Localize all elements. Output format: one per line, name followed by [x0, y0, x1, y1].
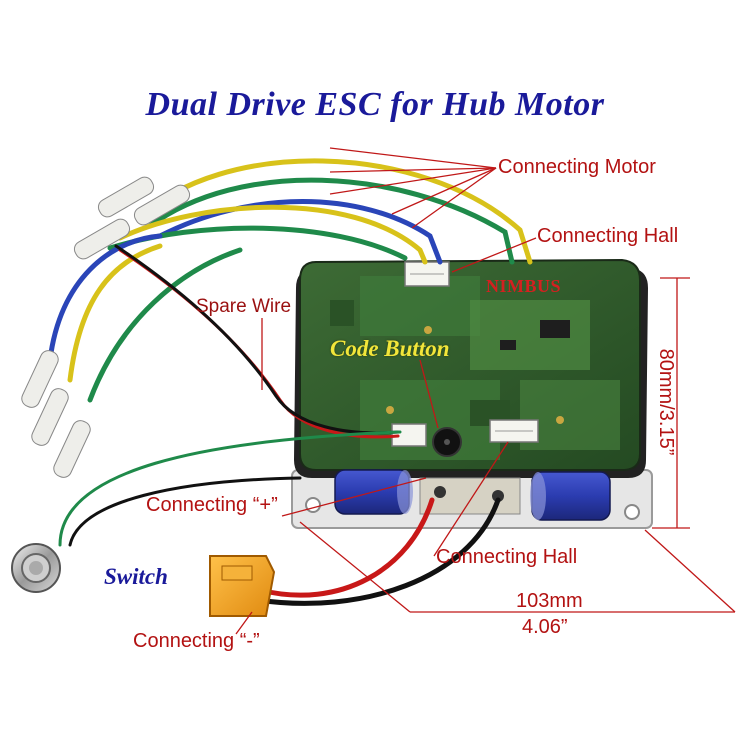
dimension-width-mm: 103mm — [516, 590, 583, 612]
label-code-button: Code Button — [330, 336, 450, 361]
xt60-connector — [209, 555, 276, 617]
label-switch: Switch — [104, 564, 168, 589]
label-connecting-motor: Connecting Motor — [498, 156, 656, 178]
callout-lines — [235, 147, 736, 635]
label-connecting-plus: Connecting “+” — [146, 494, 278, 516]
code-button-component — [432, 427, 462, 457]
dimension-width-in: 4.06” — [522, 616, 568, 638]
power-switch — [11, 543, 61, 593]
esc-pcb — [294, 258, 648, 478]
diagram-title: Dual Drive ESC for Hub Motor — [145, 86, 605, 123]
label-connecting-hall-top: Connecting Hall — [537, 225, 679, 247]
hall-connector-top — [404, 261, 450, 287]
hall-connector-bottom — [489, 419, 539, 443]
dimension-height: 80mm/3.15” — [655, 348, 677, 456]
power-terminal-block — [419, 477, 521, 515]
label-spare-wire: Spare Wire — [196, 296, 292, 317]
capacitor-right — [530, 471, 611, 521]
label-connecting-minus: Connecting “-” — [133, 630, 260, 652]
brand-label: NIMBUS — [486, 276, 562, 296]
motor-bullet-connectors — [73, 176, 191, 260]
label-connecting-hall-bottom: Connecting Hall — [436, 546, 578, 568]
hall-bullet-connectors — [21, 350, 91, 478]
